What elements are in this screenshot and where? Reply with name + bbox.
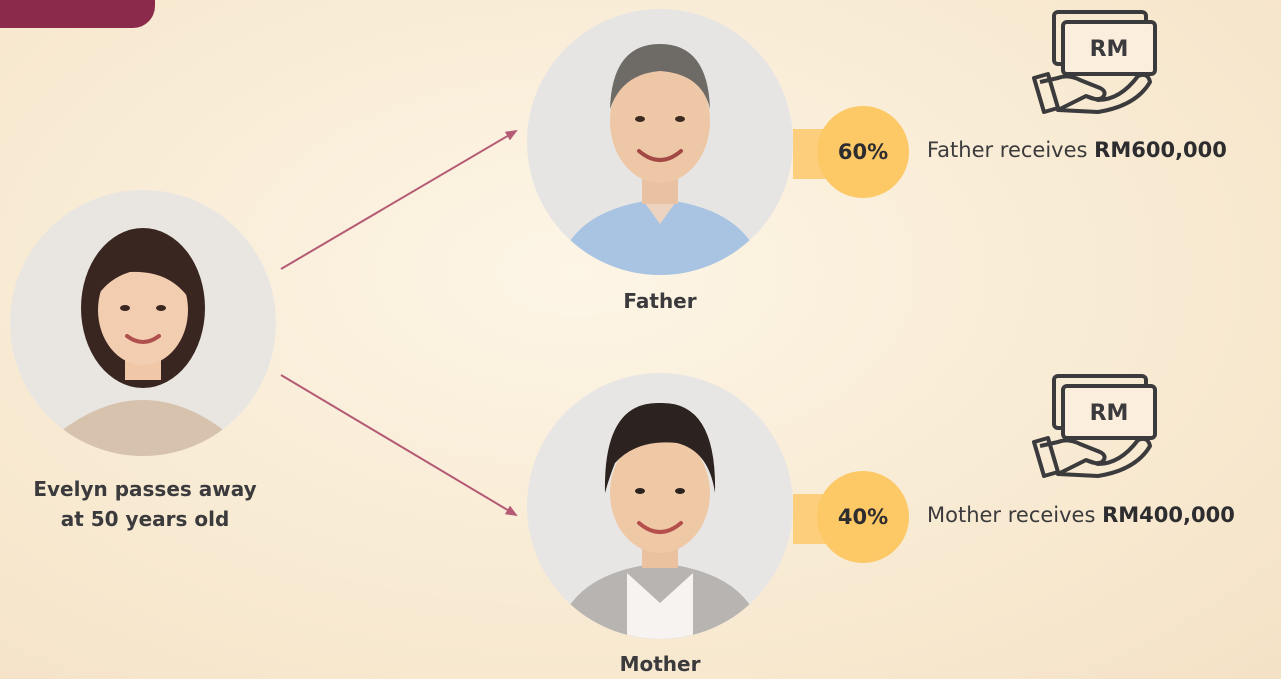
father-portrait [527,9,793,275]
mother-caption: Mother [619,652,701,676]
mother-share-text: Mother receives RM400,000 [927,503,1235,527]
father-share-amount: RM600,000 [1094,138,1227,162]
evelyn-caption: Evelyn passes away at 50 years old [0,474,290,534]
mother-share-prefix: Mother receives [927,503,1096,527]
father-share-value: 60% [837,140,889,164]
arrow-to-father [280,129,518,270]
rm-money-hand-icon: RM [1032,374,1157,478]
evelyn-portrait [10,190,276,456]
mother-share-badge: 40% [817,471,909,563]
father-share-text: Father receives RM600,000 [927,138,1227,162]
father-caption: Father [623,289,697,313]
evelyn-caption-line1: Evelyn passes away [33,477,257,501]
evelyn-caption-line2: at 50 years old [60,507,230,531]
corner-accent-tab [0,0,155,28]
father-icon-text: RM [1090,37,1129,62]
father-share-badge: 60% [817,106,909,198]
mother-share-value: 40% [837,505,889,529]
arrow-to-mother [280,374,518,517]
mother-icon-text: RM [1090,401,1129,426]
mother-share-amount: RM400,000 [1102,503,1235,527]
mother-portrait [527,373,793,639]
father-share-prefix: Father receives [927,138,1088,162]
rm-money-hand-icon: RM [1032,10,1157,114]
